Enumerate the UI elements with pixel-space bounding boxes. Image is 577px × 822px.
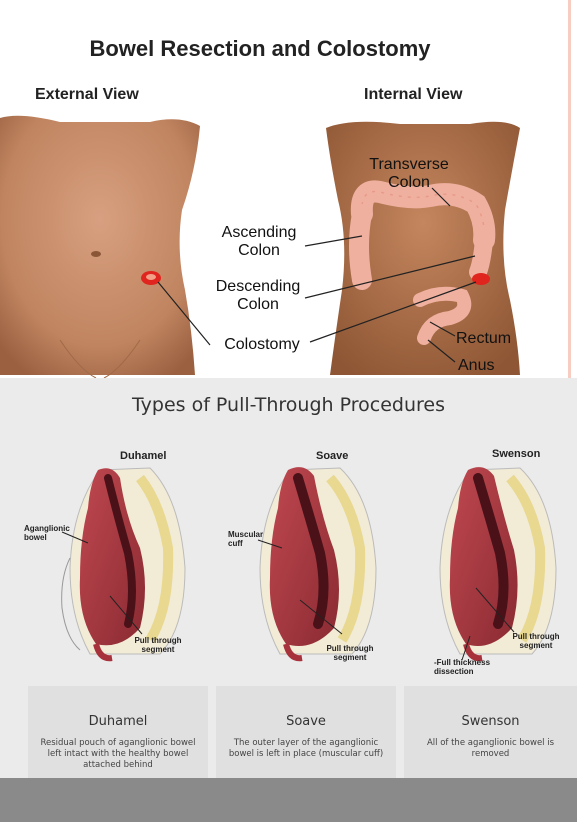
swenson-diagram [439, 467, 557, 662]
duhamel-card-title: Duhamel [88, 714, 148, 729]
soave-diagram-label: Soave [316, 450, 349, 462]
ascending-colon-label: Ascending Colon [221, 224, 297, 259]
duhamel-card: Duhamel Residual pouch of aganglionic bo… [28, 686, 208, 778]
soave-annotation: Muscular cuff [228, 530, 264, 548]
duhamel-diagram [61, 467, 186, 662]
soave-card-title: Soave [286, 714, 326, 729]
swenson-segment-label: Pull through segment [512, 632, 560, 650]
colostomy-label: Colostomy [224, 336, 300, 353]
soave-diagram [257, 467, 377, 662]
soave-card: Soave The outer layer of the aganglionic… [216, 686, 396, 778]
pullthrough-diagrams [61, 467, 557, 662]
swenson-card: Swenson All of the aganglionic bowel is … [404, 686, 577, 778]
anus-label: Anus [458, 357, 495, 374]
duhamel-annotation: Aganglionic bowel [24, 524, 70, 542]
duhamel-segment-label: Pull through segment [134, 636, 182, 654]
navel [91, 251, 101, 257]
pullthrough-title: Types of Pull-Through Procedures [132, 394, 445, 416]
external-view-label: External View [35, 86, 139, 103]
pullthrough-panel: Types of Pull-Through Procedures [0, 378, 577, 778]
descending-colon [469, 231, 493, 281]
external-body [0, 115, 200, 375]
ascending-colon [349, 204, 372, 290]
colostomy-panel: Bowel Resection and Colostomy External V… [0, 0, 577, 379]
soave-segment-label: Pull through segment [326, 644, 374, 662]
swenson-diagram-label: Swenson [492, 448, 541, 460]
descending-colon-label: Descending Colon [215, 278, 301, 313]
internal-stoma [472, 273, 490, 285]
duhamel-diagram-label: Duhamel [120, 450, 167, 462]
rectum-label: Rectum [456, 330, 512, 347]
duhamel-card-description: Residual pouch of aganglionic bowel left… [40, 738, 196, 770]
right-border [568, 0, 571, 378]
swenson-annotation: -Full thickness dissection [434, 658, 491, 676]
soave-card-description: The outer layer of the aganglionic bowel… [228, 738, 384, 759]
internal-view-label: Internal View [364, 86, 463, 103]
swenson-card-title: Swenson [461, 714, 520, 729]
transverse-colon-label: Transverse Colon [369, 156, 449, 191]
footer-bar [0, 778, 577, 822]
external-torso-illustration [0, 115, 520, 379]
colostomy-title: Bowel Resection and Colostomy [89, 36, 431, 61]
swenson-card-description: All of the aganglionic bowel is removed [426, 738, 555, 759]
